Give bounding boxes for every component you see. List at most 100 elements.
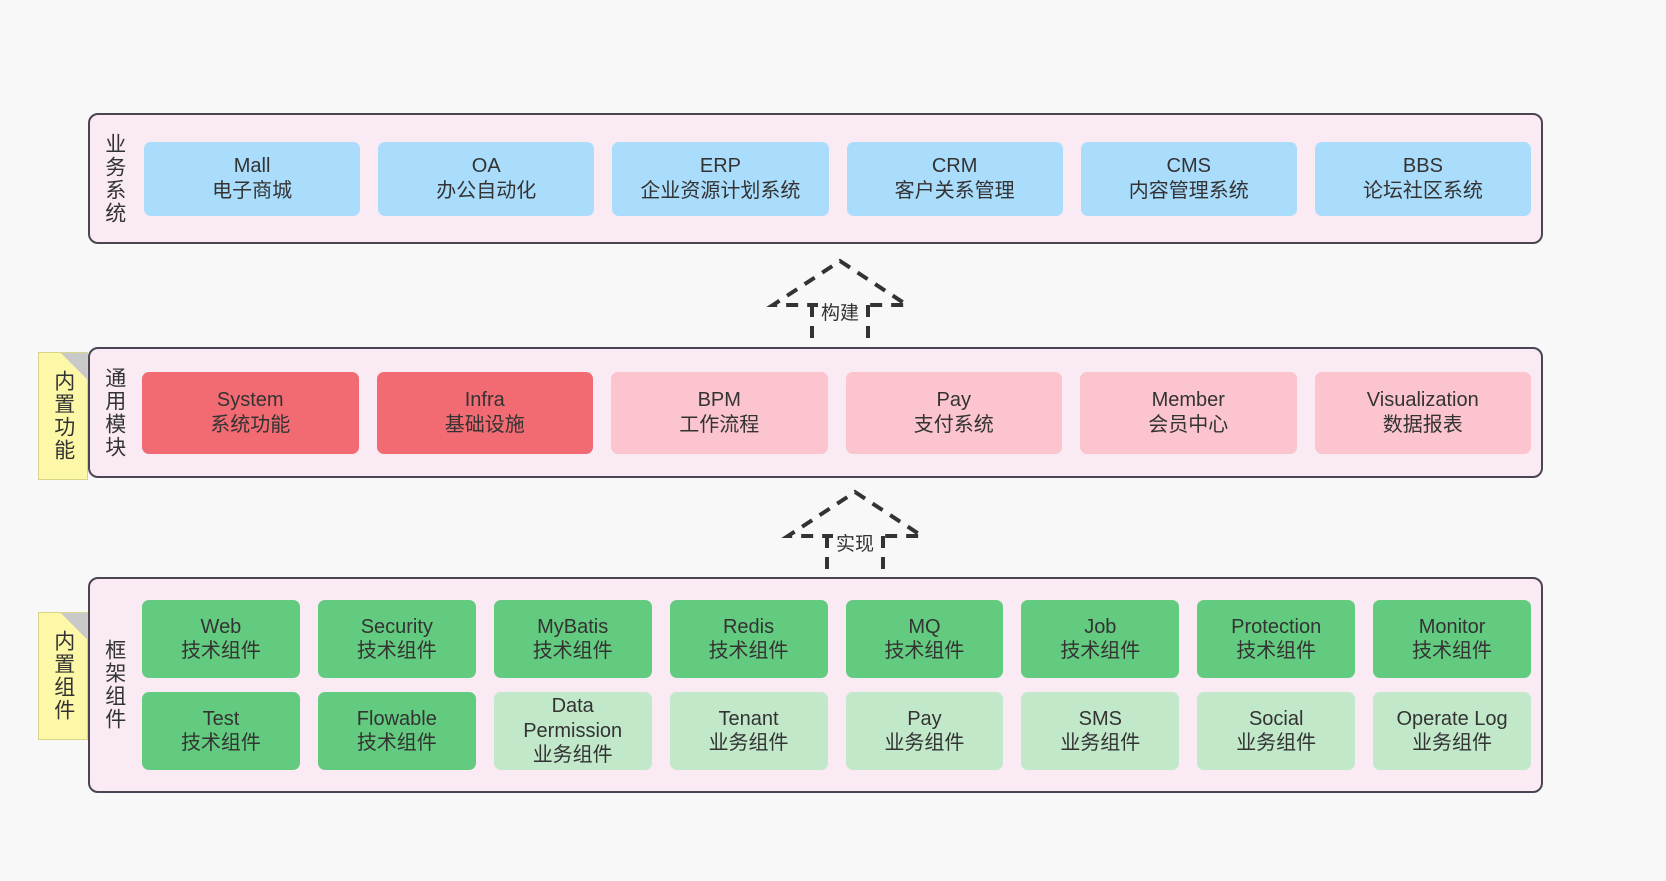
component-card-title: MyBatis: [537, 615, 609, 638]
component-card-subtitle: 技术组件: [180, 640, 261, 662]
component-card-monitor[interactable]: Monitor 技术组件: [1373, 600, 1531, 678]
component-card-subtitle: 业务组件: [1060, 732, 1141, 754]
module-card-bpm[interactable]: BPM 工作流程: [611, 371, 828, 454]
component-card-security[interactable]: Security 技术组件: [317, 600, 476, 678]
layer-framework-components: 框架组件 Web 技术组件 Security 技术组件 MyBatis 技术组件…: [88, 577, 1543, 793]
component-card-mybatis[interactable]: MyBatis 技术组件: [493, 600, 652, 678]
component-card-flowable[interactable]: Flowable 技术组件: [317, 692, 476, 770]
module-card-system[interactable]: System 系统功能: [142, 371, 359, 454]
layer-business-body: Mall 电子商城 OA 办公自动化 ERP 企业资源计划系统 CRM 客户关系…: [138, 115, 1541, 242]
component-card-subtitle: 技术组件: [1060, 640, 1141, 662]
module-card-infra[interactable]: Infra 基础设施: [376, 371, 593, 454]
module-card-title: ERP: [699, 155, 741, 178]
module-card-pay[interactable]: Pay 支付系统: [845, 371, 1062, 454]
module-card-subtitle: 工作流程: [679, 413, 760, 436]
component-card-redis[interactable]: Redis 技术组件: [669, 600, 828, 678]
component-card-title: Job: [1084, 615, 1117, 638]
component-card-title: Data Permission: [523, 695, 623, 742]
component-card-subtitle: 技术组件: [1412, 640, 1493, 662]
module-card-title: Mall: [233, 155, 271, 178]
module-card-subtitle: 客户关系管理: [894, 179, 1015, 202]
component-card-subtitle: 业务组件: [708, 732, 789, 754]
component-card-tenant[interactable]: Tenant 业务组件: [669, 692, 828, 770]
module-card-subtitle: 系统功能: [210, 413, 291, 436]
component-card-title: Social: [1248, 707, 1304, 730]
layer-common-modules: 通用模块 System 系统功能 Infra 基础设施 BPM 工作流程 Pay…: [88, 347, 1543, 478]
module-card-title: BPM: [697, 389, 741, 412]
component-card-mq[interactable]: MQ 技术组件: [845, 600, 1004, 678]
component-card-subtitle: 业务组件: [884, 732, 965, 754]
module-card-subtitle: 会员中心: [1148, 413, 1229, 436]
layer-framework-title: 框架组件: [102, 639, 126, 731]
component-card-title: Security: [360, 615, 433, 638]
component-card-title: SMS: [1078, 707, 1122, 730]
component-card-protection[interactable]: Protection 技术组件: [1197, 600, 1356, 678]
layer-business-systems: 业务系统 Mall 电子商城 OA 办公自动化 ERP 企业资源计划系统 CRM…: [88, 113, 1543, 244]
component-card-title: Protection: [1231, 615, 1322, 638]
connector-implement-label-wrap: 实现: [770, 529, 940, 556]
connector-implement-label: 实现: [832, 534, 877, 555]
module-card-crm[interactable]: CRM 客户关系管理: [846, 141, 1063, 216]
component-card-subtitle: 技术组件: [532, 640, 613, 662]
module-card-title: OA: [471, 155, 501, 178]
component-card-subtitle: 技术组件: [356, 640, 437, 662]
module-card-title: Infra: [464, 389, 505, 412]
component-card-test[interactable]: Test 技术组件: [142, 692, 300, 770]
connector-build-label-wrap: 构建: [755, 298, 925, 325]
component-card-title: Tenant: [718, 707, 779, 730]
module-card-title: CRM: [931, 155, 978, 178]
connector-shaft: [825, 536, 885, 581]
component-card-title: Web: [200, 615, 242, 638]
connector-build-label: 构建: [817, 303, 862, 324]
component-card-title: Monitor: [1418, 615, 1486, 638]
component-card-title: Flowable: [356, 707, 437, 730]
layer-framework-body: Web 技术组件 Security 技术组件 MyBatis 技术组件 Redi…: [138, 579, 1541, 791]
layer-common-title: 通用模块: [102, 366, 126, 459]
module-card-mall[interactable]: Mall 电子商城: [144, 141, 361, 216]
module-card-subtitle: 办公自动化: [436, 179, 537, 202]
module-card-title: BBS: [1402, 155, 1443, 178]
component-card-title: Redis: [722, 615, 775, 638]
component-card-subtitle: 技术组件: [1236, 640, 1317, 662]
component-card-web[interactable]: Web 技术组件: [142, 600, 300, 678]
module-card-erp[interactable]: ERP 企业资源计划系统: [612, 141, 829, 216]
component-card-social[interactable]: Social 业务组件: [1197, 692, 1356, 770]
module-card-subtitle: 企业资源计划系统: [640, 179, 801, 202]
component-card-subtitle: 业务组件: [1412, 732, 1493, 754]
module-card-title: Pay: [936, 389, 971, 412]
module-card-subtitle: 内容管理系统: [1128, 179, 1249, 202]
module-card-subtitle: 支付系统: [913, 413, 994, 436]
layer-common-body: System 系统功能 Infra 基础设施 BPM 工作流程 Pay 支付系统…: [138, 349, 1541, 476]
note-builtin-features-label: 内置功能: [51, 370, 75, 462]
module-card-title: System: [216, 389, 284, 412]
note-builtin-features: 内置功能: [38, 352, 88, 480]
module-card-bbs[interactable]: BBS 论坛社区系统: [1314, 141, 1532, 216]
component-card-sms[interactable]: SMS 业务组件: [1021, 692, 1180, 770]
connector-implement: 实现: [770, 489, 940, 581]
note-builtin-components: 内置组件: [38, 612, 88, 740]
note-builtin-components-label: 内置组件: [51, 630, 75, 722]
connector-shaft: [810, 305, 870, 350]
component-card-subtitle: 业务组件: [532, 744, 613, 767]
component-card-data-permission[interactable]: Data Permission 业务组件: [493, 692, 652, 770]
module-card-visualization[interactable]: Visualization 数据报表: [1314, 371, 1531, 454]
module-card-title: Member: [1151, 389, 1225, 412]
layer-framework-row-tech: Web 技术组件 Security 技术组件 MyBatis 技术组件 Redi…: [142, 600, 1531, 678]
component-card-pay[interactable]: Pay 业务组件: [845, 692, 1004, 770]
component-card-subtitle: 技术组件: [356, 732, 437, 754]
component-card-title: Test: [202, 707, 240, 730]
layer-framework-row-business: Test 技术组件 Flowable 技术组件 Data Permission …: [142, 692, 1531, 770]
module-card-member[interactable]: Member 会员中心: [1080, 371, 1297, 454]
component-card-job[interactable]: Job 技术组件: [1021, 600, 1180, 678]
module-card-subtitle: 电子商城: [212, 179, 293, 202]
module-card-oa[interactable]: OA 办公自动化: [378, 141, 595, 216]
component-card-operate-log[interactable]: Operate Log 业务组件: [1373, 692, 1531, 770]
connector-build: 构建: [755, 258, 925, 350]
component-card-title: Operate Log: [1396, 707, 1508, 730]
module-card-subtitle: 论坛社区系统: [1362, 179, 1483, 202]
layer-business-title: 业务系统: [102, 132, 126, 225]
module-card-cms[interactable]: CMS 内容管理系统: [1080, 141, 1297, 216]
layer-business-row: Mall 电子商城 OA 办公自动化 ERP 企业资源计划系统 CRM 客户关系…: [144, 141, 1532, 216]
component-card-subtitle: 技术组件: [884, 640, 965, 662]
layer-common-row: System 系统功能 Infra 基础设施 BPM 工作流程 Pay 支付系统…: [142, 371, 1531, 454]
